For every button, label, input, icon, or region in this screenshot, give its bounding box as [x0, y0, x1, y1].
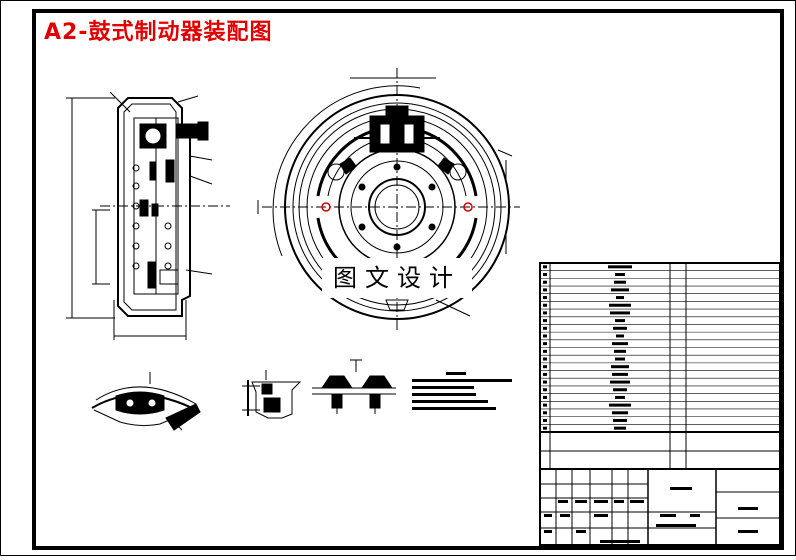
parts-list-index	[543, 288, 547, 292]
parts-list-index	[543, 326, 547, 330]
parts-list-entry	[616, 296, 624, 300]
technical-requirements	[412, 372, 512, 410]
parts-list-entry	[612, 372, 628, 376]
parts-list-index	[543, 280, 547, 284]
parts-list-index	[543, 357, 547, 361]
parts-list-index	[543, 296, 547, 300]
parts-list-index	[543, 319, 547, 323]
parts-list-index	[543, 388, 547, 392]
cylinder-detail-2	[312, 359, 396, 414]
parts-list-index	[543, 349, 547, 353]
parts-list-index	[543, 311, 547, 315]
parts-list-entry	[608, 265, 632, 269]
inner-frame	[32, 9, 784, 550]
parts-list-index	[543, 411, 547, 415]
title-block	[539, 468, 781, 546]
parts-list-entry	[613, 388, 627, 392]
front-view	[257, 68, 520, 330]
parts-list-entry	[615, 273, 625, 277]
cylinder-detail-1	[242, 370, 302, 419]
parts-list-entry	[611, 365, 629, 369]
parts-list-index	[543, 265, 547, 269]
parts-list-index	[543, 372, 547, 376]
parts-list-index	[543, 380, 547, 384]
parts-list-index	[543, 426, 547, 430]
parts-list-entry	[610, 380, 630, 384]
parts-list-index	[543, 334, 547, 338]
section-view	[66, 91, 230, 340]
parts-list-index	[543, 418, 547, 422]
parts-list	[539, 262, 781, 470]
parts-list-entry	[616, 334, 624, 338]
parts-list-entry	[612, 411, 628, 415]
parts-list-entry	[615, 357, 625, 361]
parts-list-entry	[613, 418, 627, 422]
parts-list-entry	[613, 326, 627, 330]
shoe-detail	[91, 372, 201, 431]
parts-list-index	[543, 395, 547, 399]
parts-list-entry	[611, 288, 629, 292]
drawing-title: A2-鼓式制动器装配图	[44, 20, 273, 45]
parts-list-index	[543, 342, 547, 346]
parts-list-entry	[615, 395, 625, 399]
watermark-label: 图文设计	[322, 258, 472, 298]
parts-list-entry	[614, 280, 626, 284]
parts-list-entry	[609, 403, 631, 407]
parts-list-entry	[614, 426, 626, 430]
parts-list-entry	[615, 319, 625, 323]
parts-list-index	[543, 273, 547, 277]
parts-list-rows	[540, 265, 780, 430]
parts-list-entry	[610, 311, 630, 315]
parts-list-index	[543, 365, 547, 369]
parts-list-entry	[614, 349, 626, 353]
parts-list-index	[543, 403, 547, 407]
parts-list-index	[543, 303, 547, 307]
parts-list-entry	[612, 342, 628, 346]
parts-list-entry	[609, 303, 631, 307]
